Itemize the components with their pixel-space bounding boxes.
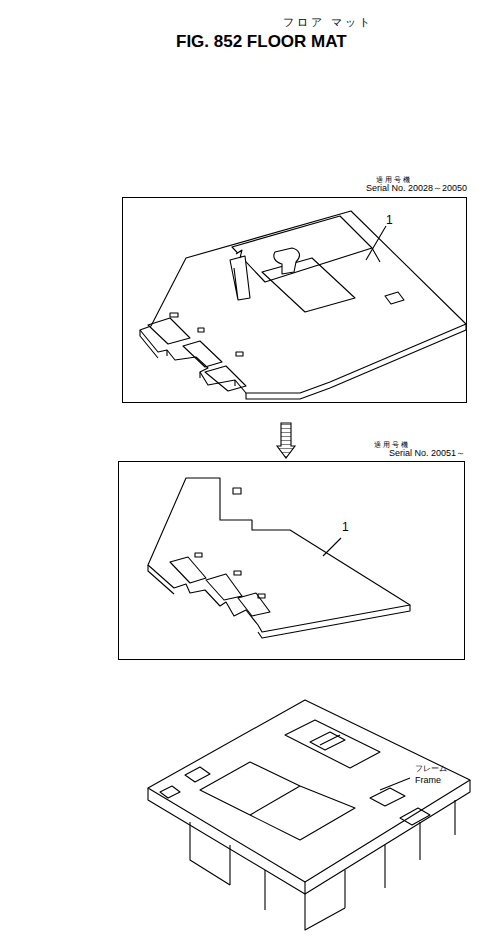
mat-hole	[385, 292, 404, 304]
block-arrow	[277, 423, 295, 458]
mat-edge	[148, 565, 410, 638]
frame-rib	[190, 800, 455, 930]
mat-opening	[262, 258, 355, 312]
mat-hole	[236, 352, 243, 356]
leader-line	[366, 226, 386, 260]
frame-opening	[200, 720, 380, 840]
mat-hole	[234, 571, 241, 575]
serial-number: Serial No. 20028～20050	[366, 184, 467, 194]
mat-cutout	[170, 557, 270, 616]
mat-top	[140, 211, 466, 393]
title-japanese: フロア マット	[283, 16, 373, 28]
serial-number: Serial No. 20051～	[389, 449, 465, 459]
variant-panel: 適用号機Serial No. 20028～20050 1	[118, 176, 470, 406]
mat-hole	[258, 594, 265, 598]
mat-hole	[170, 313, 178, 317]
frame-edge	[148, 780, 470, 894]
callout-number: 1	[342, 521, 349, 534]
callout-number: 1	[386, 214, 393, 227]
serial-heading-japanese: 適用号機	[374, 441, 410, 449]
frame-hole	[160, 732, 430, 825]
serial-heading-japanese: 適用号機	[376, 176, 412, 184]
leader-line	[323, 538, 341, 556]
mat-raised-panel	[232, 216, 380, 282]
mat-hole	[198, 328, 204, 332]
figure-title: FIG. 852 FLOOR MAT	[176, 33, 347, 52]
part-label: フレーム	[415, 765, 447, 774]
panel-border	[122, 197, 467, 403]
mat-edge	[140, 324, 466, 399]
leader-line	[380, 778, 410, 790]
mat-pedal	[230, 250, 250, 300]
part-label: Frame	[415, 776, 441, 786]
mat-cutout	[148, 318, 246, 391]
mat-lever	[274, 248, 300, 274]
mat-hole	[195, 553, 202, 557]
mat-hole	[233, 488, 241, 494]
panel-border	[118, 461, 465, 660]
variant-panel: 適用号機Serial No. 20051～ 1	[114, 441, 466, 663]
mat-top	[148, 478, 410, 632]
frame-top	[148, 700, 470, 882]
